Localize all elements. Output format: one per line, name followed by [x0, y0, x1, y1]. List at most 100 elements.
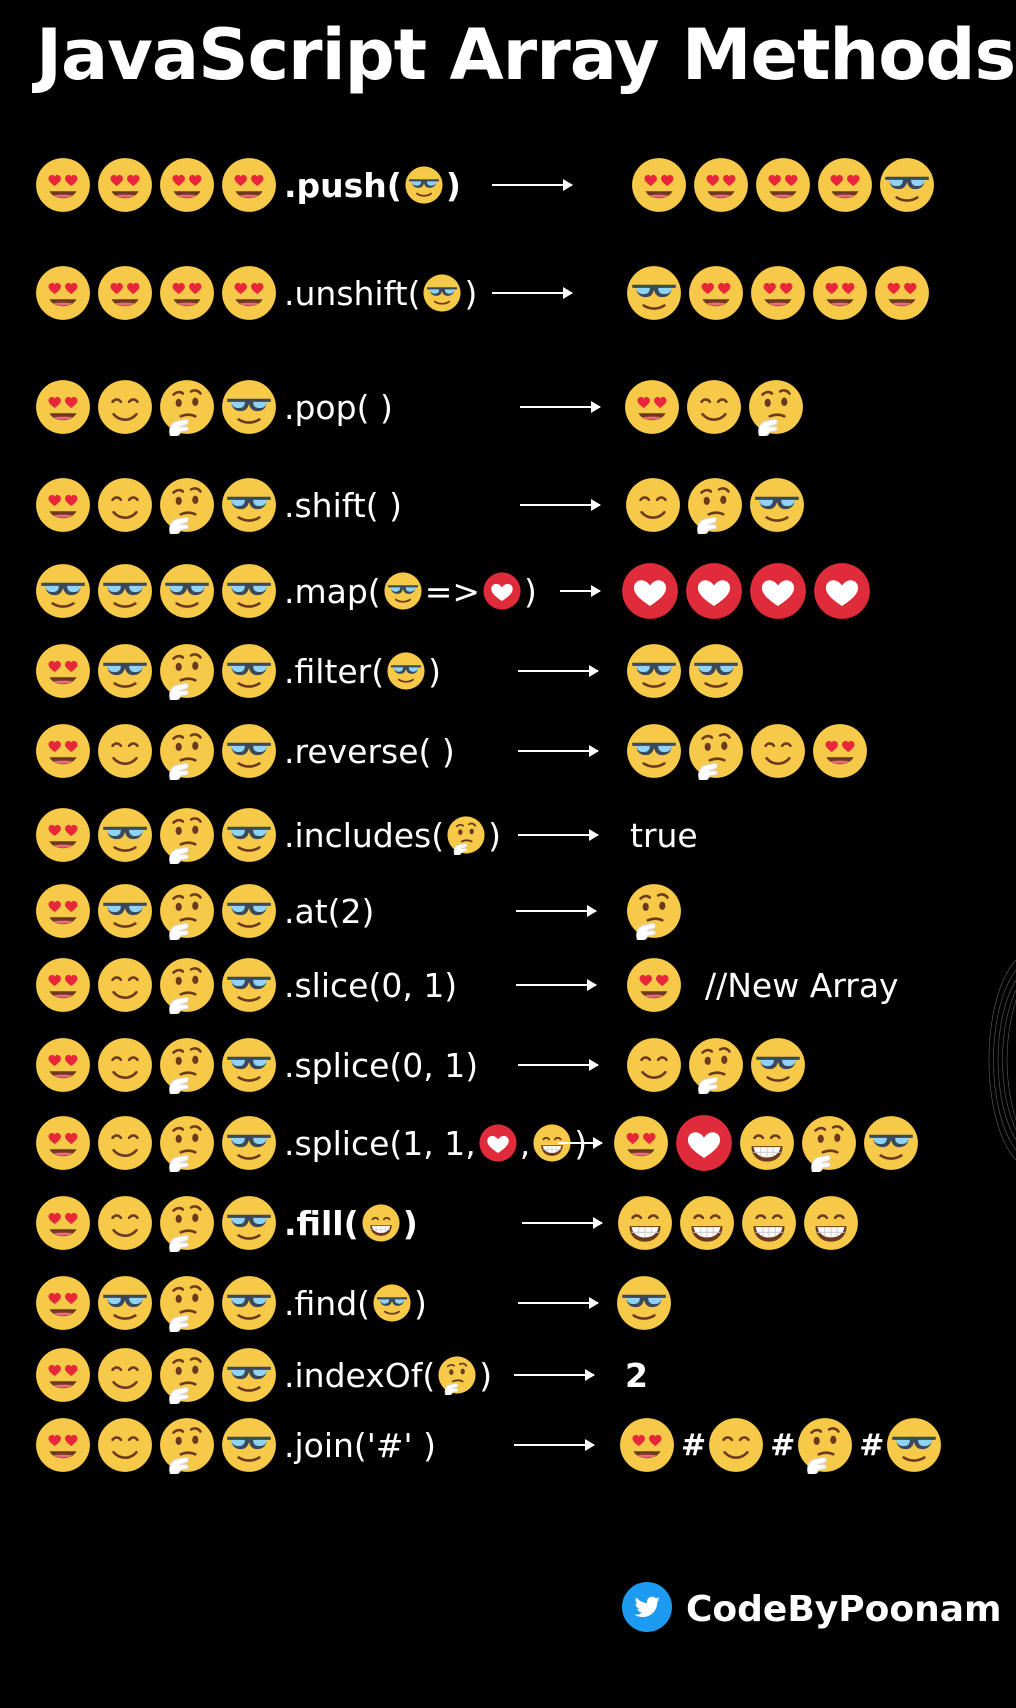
method-row-push: .push( ): [34, 150, 994, 220]
result: [620, 556, 876, 626]
arrow-icon: [516, 979, 597, 991]
method-call: .splice(0, 1): [284, 1046, 478, 1085]
brand-footer[interactable]: CodeByPoonam: [622, 1582, 1002, 1636]
sunglasses-face-icon: [220, 806, 278, 864]
heart-eyes-face-icon: [34, 1416, 92, 1474]
method-row-pop: .pop( ): [34, 372, 994, 442]
code-comment: //New Array: [705, 965, 899, 1005]
thinking-face-icon: [796, 1416, 854, 1474]
method-row-at: .at(2): [34, 876, 994, 946]
input-array: .shift( ): [34, 470, 402, 540]
method-call: .find( ): [284, 1283, 427, 1323]
thinking-face-icon: [686, 476, 744, 534]
thinking-face-icon: [158, 476, 216, 534]
heart-eyes-face-icon: [749, 264, 807, 322]
thinking-face-icon: [158, 722, 216, 780]
heart-eyes-face-icon: [220, 264, 278, 322]
input-array: .slice(0, 1): [34, 950, 457, 1020]
sunglasses-face-icon: [372, 1283, 412, 1323]
method-text: ): [402, 1203, 418, 1243]
sunglasses-face-icon: [34, 562, 92, 620]
result: [625, 716, 873, 786]
method-call: .unshift( ): [284, 273, 477, 313]
decorative-lines: [988, 960, 1016, 1160]
sunglasses-face-icon: [885, 1416, 943, 1474]
method-text: .join('#' ): [284, 1425, 436, 1465]
sunglasses-face-icon: [625, 722, 683, 780]
heart-eyes-face-icon: [618, 1416, 676, 1474]
method-call: .shift( ): [284, 486, 402, 525]
result: [625, 258, 935, 328]
heart-eyes-face-icon: [34, 1346, 92, 1404]
thinking-face-icon: [687, 722, 745, 780]
method-call: .splice(1, 1, , ): [284, 1123, 587, 1163]
thinking-face-icon: [158, 956, 216, 1014]
thinking-face-icon: [747, 378, 805, 436]
input-array: .unshift( ): [34, 258, 477, 328]
method-call: .reverse( ): [284, 732, 455, 771]
sunglasses-face-icon: [220, 642, 278, 700]
method-text: .indexOf(: [284, 1355, 436, 1395]
arrow-icon: [514, 1439, 595, 1451]
result: 2: [625, 1340, 648, 1410]
method-text: .map(: [284, 571, 381, 611]
result: [615, 1268, 677, 1338]
grinning-face-icon: [678, 1194, 736, 1252]
red-heart-icon: [748, 561, 808, 621]
sunglasses-face-icon: [220, 1274, 278, 1332]
sunglasses-face-icon: [220, 378, 278, 436]
thinking-face-icon: [625, 882, 683, 940]
sunglasses-face-icon: [220, 1114, 278, 1172]
heart-eyes-face-icon: [754, 156, 812, 214]
heart-eyes-face-icon: [34, 1114, 92, 1172]
heart-eyes-face-icon: [158, 264, 216, 322]
result: //New Array: [625, 950, 899, 1020]
smiling-face-icon: [96, 1346, 154, 1404]
heart-eyes-face-icon: [34, 1274, 92, 1332]
smiling-face-icon: [624, 476, 682, 534]
method-text: ): [445, 165, 461, 205]
sunglasses-face-icon: [220, 1416, 278, 1474]
thinking-face-icon: [687, 1036, 745, 1094]
heart-eyes-face-icon: [34, 1194, 92, 1252]
thinking-face-icon: [158, 1036, 216, 1094]
input-array: .splice(1, 1, , ): [34, 1108, 587, 1178]
brand-name: CodeByPoonam: [686, 1588, 1002, 1630]
method-row-slice: .slice(0, 1) //New Array: [34, 950, 994, 1020]
heart-eyes-face-icon: [811, 722, 869, 780]
method-text: =>: [424, 571, 480, 611]
method-row-reverse: .reverse( ): [34, 716, 994, 786]
heart-eyes-face-icon: [34, 956, 92, 1014]
heart-eyes-face-icon: [34, 1036, 92, 1094]
smiling-face-icon: [685, 378, 743, 436]
sunglasses-face-icon: [687, 642, 745, 700]
sunglasses-face-icon: [158, 562, 216, 620]
thinking-face-icon: [446, 815, 486, 855]
method-text: ,: [519, 1123, 531, 1163]
arrow-icon: [516, 905, 597, 917]
red-heart-icon: [478, 1123, 518, 1163]
sunglasses-face-icon: [383, 571, 423, 611]
method-row-splice2: .splice(1, 1, , ): [34, 1108, 994, 1178]
method-text: .find(: [284, 1283, 371, 1323]
sunglasses-face-icon: [878, 156, 936, 214]
heart-eyes-face-icon: [34, 882, 92, 940]
input-array: .filter( ): [34, 636, 441, 706]
heart-eyes-face-icon: [34, 378, 92, 436]
sunglasses-face-icon: [220, 1036, 278, 1094]
result: [623, 372, 809, 442]
thinking-face-icon: [158, 1274, 216, 1332]
sunglasses-face-icon: [386, 651, 426, 691]
arrow-icon: [518, 1297, 599, 1309]
heart-eyes-face-icon: [612, 1114, 670, 1172]
method-text: ): [524, 571, 537, 611]
method-text: .reverse( ): [284, 731, 455, 771]
grinning-face-icon: [532, 1123, 572, 1163]
grinning-face-icon: [738, 1114, 796, 1172]
sunglasses-face-icon: [220, 1346, 278, 1404]
method-row-join: .join('#' ) # # #: [34, 1410, 994, 1480]
method-call: .filter( ): [284, 651, 441, 691]
method-text: .splice(1, 1,: [284, 1123, 476, 1163]
smiling-face-icon: [96, 476, 154, 534]
sunglasses-face-icon: [422, 273, 462, 313]
